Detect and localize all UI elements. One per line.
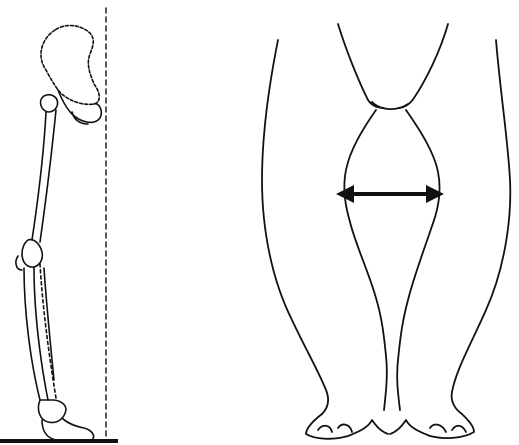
figure-canvas bbox=[0, 0, 519, 445]
background bbox=[0, 0, 519, 445]
